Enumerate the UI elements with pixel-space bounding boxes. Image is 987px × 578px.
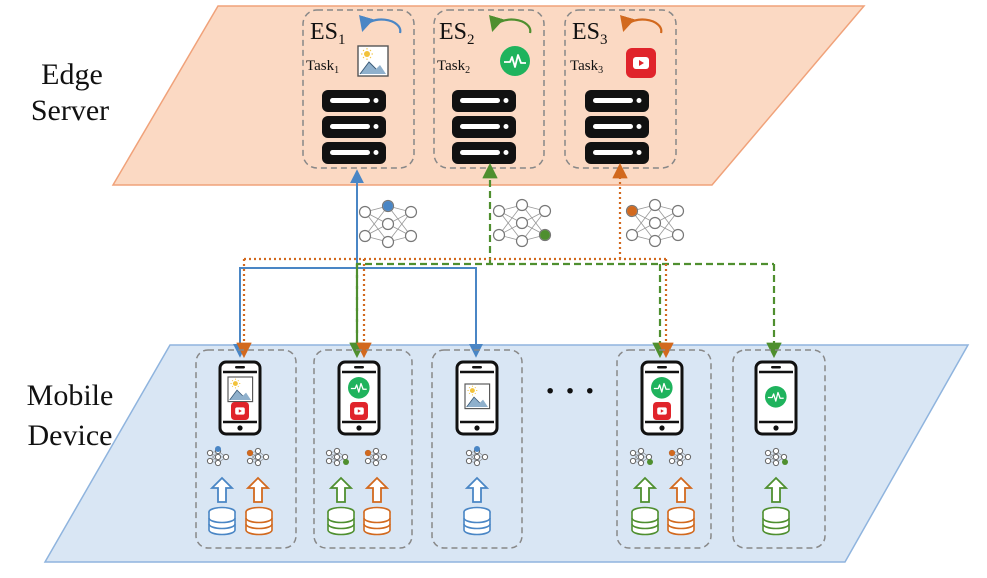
server-rack-icon [585,90,649,164]
model-orange [625,198,685,248]
refresh-arrow-icon [620,15,663,34]
task3-label: Task3 [570,58,603,76]
heartbeat-icon [764,385,788,409]
orange-links [236,162,674,359]
model-blue [358,199,418,249]
refresh-arrow-icon [489,15,532,34]
database-icon [463,506,491,536]
database-icon [208,506,236,536]
database-icon [245,506,273,536]
video-play-icon [626,48,656,78]
server-rack-icon [322,90,386,164]
video-play-icon [231,402,249,420]
edge-server-3: ES3 Task3 [564,9,677,169]
green-links [349,162,782,359]
task1-label: Task1 [306,58,339,76]
device-5-box [732,349,826,549]
es1-label: ES1 [310,19,346,48]
mobile-device-3 [431,349,523,549]
edge-server-1: ES1 Task1 [302,9,415,169]
edge-label-line2: Server [31,94,109,127]
edge-server-2: ES2 Task2 [433,9,545,169]
orange-marker-dot [247,450,253,456]
edge-label-line1: Edge [41,58,103,91]
mobile-device-plane [43,344,970,563]
mobile-device-2 [313,349,413,549]
green-marker-dot [782,459,788,465]
orange-marker-dot [365,450,371,456]
es2-label: ES2 [439,19,475,48]
image-icon [464,383,491,410]
video-play-icon [653,402,671,420]
heartbeat-icon [650,376,674,400]
device-3-box [431,349,523,549]
image-icon [227,376,254,403]
image-icon [357,45,389,77]
blue-marker-dot [383,201,393,211]
refresh-arrow-icon [359,15,402,34]
mobile-device-4 [616,349,712,549]
model-green [492,198,552,248]
device-4-box [616,349,712,549]
heartbeat-icon [347,376,371,400]
mobile-device-1 [195,349,297,549]
database-icon [667,506,695,536]
green-marker-dot [540,230,550,240]
database-icon [363,506,391,536]
orange-marker-dot [669,450,675,456]
mobile-label-line1: Mobile [27,379,114,412]
orange-marker-dot [627,206,637,216]
device-1-box [195,349,297,549]
neural-network-icon [492,198,552,248]
ellipsis: · · · [544,373,595,410]
database-icon [631,506,659,536]
es3-label: ES3 [572,19,608,48]
device-2-box [313,349,413,549]
video-play-icon [350,402,368,420]
edge-server-3-box [564,9,677,169]
neural-network-icon [625,198,685,248]
server-rack-icon [452,90,516,164]
edge-server-1-box [302,9,415,169]
task2-label: Task2 [437,58,470,76]
mobile-device-5 [732,349,826,549]
edge-server-2-box [433,9,545,169]
blue-marker-dot [474,446,480,452]
database-icon [762,506,790,536]
green-marker-dot [343,459,349,465]
green-marker-dot [647,459,653,465]
mobile-label-line2: Device [28,419,113,452]
heartbeat-icon [499,45,531,77]
database-icon [327,506,355,536]
blue-marker-dot [215,446,221,452]
